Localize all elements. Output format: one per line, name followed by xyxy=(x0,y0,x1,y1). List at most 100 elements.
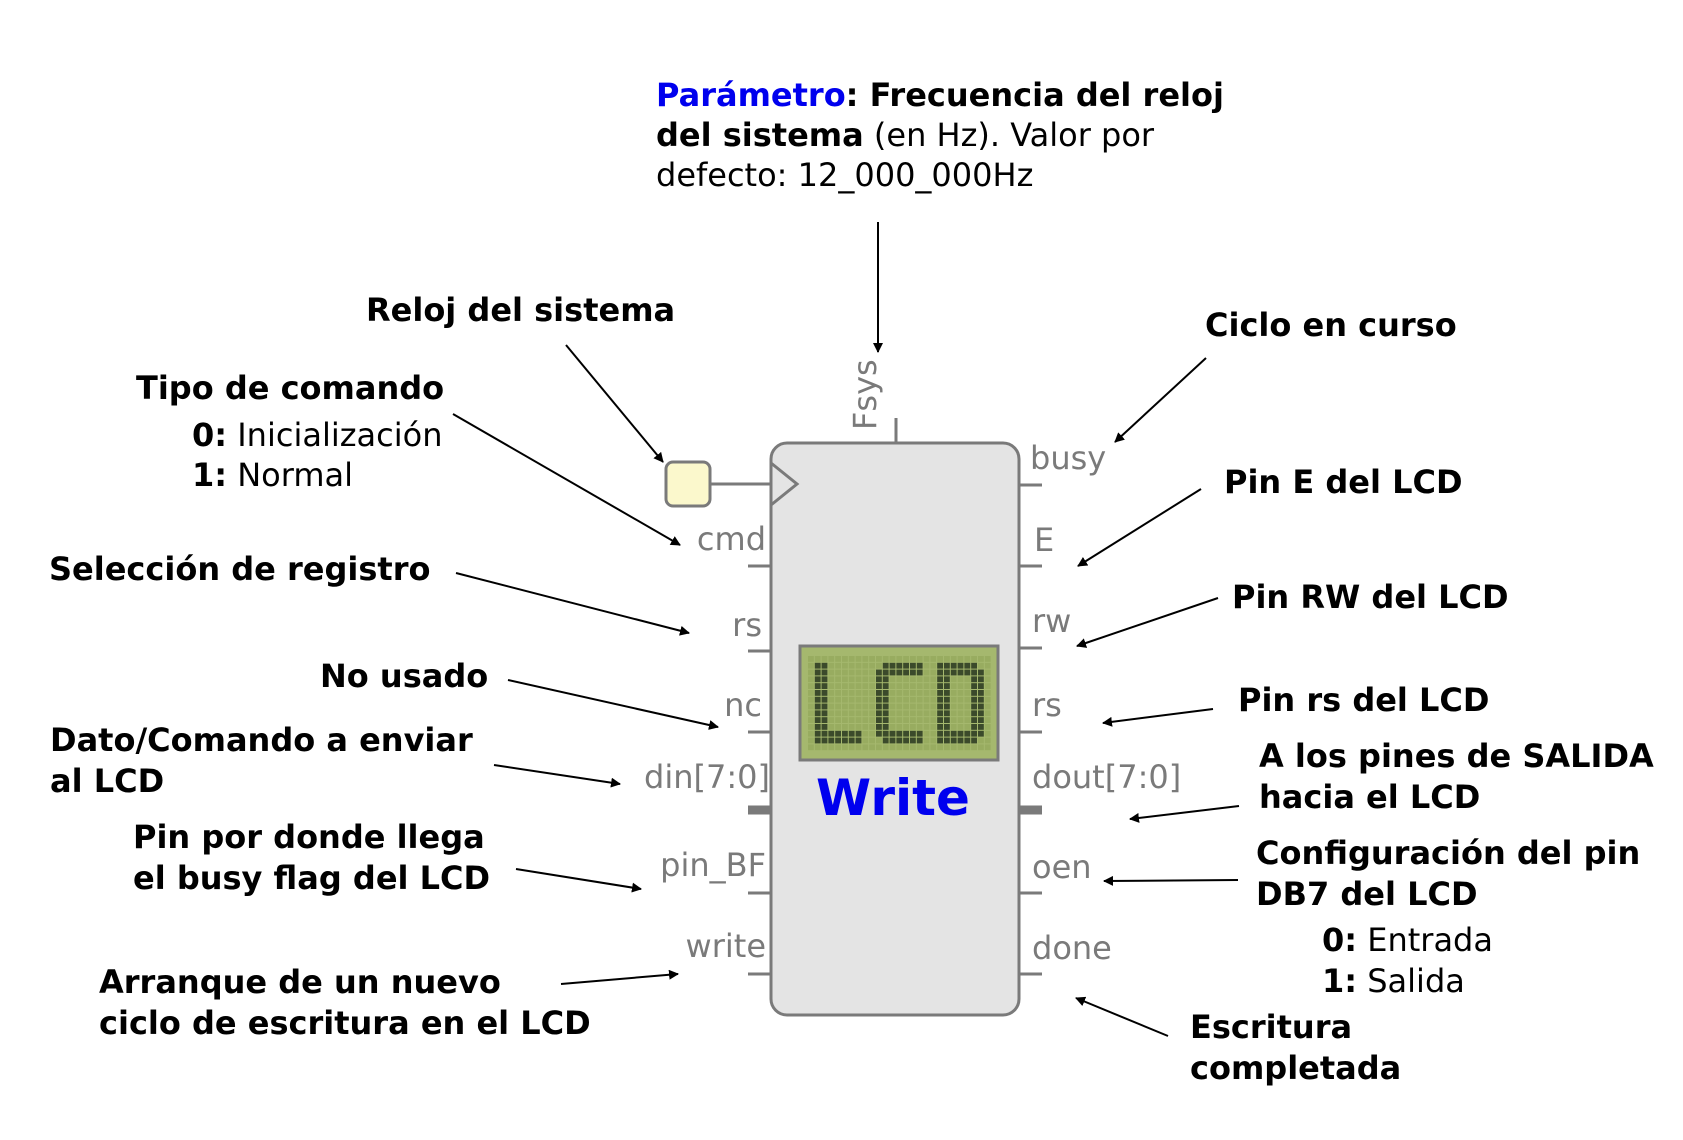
lcd-text-pixel xyxy=(937,724,943,730)
lcd-grid-cell xyxy=(923,724,930,730)
cmd-annotation-title: Tipo de comando xyxy=(136,369,444,407)
lcd-text-pixel xyxy=(978,676,984,683)
lcd-grid-cell xyxy=(930,696,937,703)
lcd-grid-cell xyxy=(923,730,930,737)
param-line1-bold: : Frecuencia del reloj xyxy=(846,76,1224,114)
lcd-grid-cell xyxy=(984,656,991,662)
lcd-text-pixel xyxy=(876,730,882,737)
lcd-grid-cell xyxy=(869,696,875,703)
lcd-grid-cell xyxy=(916,710,923,717)
lcd-grid-cell xyxy=(842,683,848,689)
lcd-text-pixel xyxy=(964,662,971,669)
lcd-text-pixel xyxy=(814,669,821,676)
lcd-grid-cell xyxy=(855,696,862,703)
lcd-grid-cell xyxy=(930,669,937,676)
lcd-grid-cell xyxy=(828,690,835,696)
lcd-grid-cell xyxy=(971,744,977,751)
lcd-text-pixel xyxy=(876,683,882,689)
lcd-grid-cell xyxy=(862,744,869,751)
busy-annotation: Ciclo en curso xyxy=(1205,306,1457,344)
lcd-grid-cell xyxy=(862,656,869,662)
fsys-pin-label: Fsys xyxy=(846,359,884,430)
module-title: Write xyxy=(816,769,970,827)
lcd-grid-cell xyxy=(862,730,869,737)
lcd-grid-cell xyxy=(808,656,814,662)
lcd-grid-cell xyxy=(950,683,957,689)
lcd-grid-cell xyxy=(984,703,991,710)
lcd-grid-cell xyxy=(842,669,848,676)
lcd-text-pixel xyxy=(950,730,957,737)
lcd-text-pixel xyxy=(944,662,950,669)
done-annotation-line1: Escritura xyxy=(1190,1008,1352,1046)
rs-pin-annotation: Pin rs del LCD xyxy=(1238,681,1489,719)
lcd-grid-cell xyxy=(808,710,814,717)
lcd-text-pixel xyxy=(814,724,821,730)
lcd-grid-cell xyxy=(930,676,937,683)
lcd-grid-cell xyxy=(957,744,964,751)
lcd-text-pixel xyxy=(910,662,916,669)
lcd-text-pixel xyxy=(971,717,977,723)
lcd-text-pixel xyxy=(937,669,943,676)
lcd-grid-cell xyxy=(835,696,841,703)
arrow-pinbf xyxy=(515,868,642,893)
lcd-text-pixel xyxy=(882,683,889,689)
lcd-grid-cell xyxy=(869,703,875,710)
lcd-grid-cell xyxy=(842,724,848,730)
lcd-text-pixel xyxy=(971,676,977,683)
lcd-text-pixel xyxy=(896,730,903,737)
lcd-grid-cell xyxy=(923,656,930,662)
lcd-text-pixel xyxy=(978,717,984,723)
lcd-text-pixel xyxy=(882,730,889,737)
lcd-grid-cell xyxy=(896,744,903,751)
lcd-grid-cell xyxy=(923,696,930,703)
lcd-grid-cell xyxy=(808,690,814,696)
lcd-grid-cell xyxy=(848,703,855,710)
lcd-grid-cell xyxy=(828,676,835,683)
lcd-grid-cell xyxy=(808,662,814,669)
lcd-text-pixel xyxy=(971,690,977,696)
lcd-grid-cell xyxy=(862,703,869,710)
lcd-text-pixel xyxy=(835,737,841,744)
lcd-grid-cell xyxy=(862,669,869,676)
lcd-grid-cell xyxy=(903,717,909,723)
lcd-grid-cell xyxy=(937,744,943,751)
clock-input-port[interactable] xyxy=(664,460,712,508)
lcd-grid-cell xyxy=(984,676,991,683)
lcd-grid-cell xyxy=(910,744,916,751)
lcd-grid-cell xyxy=(862,662,869,669)
lcd-text-pixel xyxy=(937,662,943,669)
lcd-text-pixel xyxy=(876,696,882,703)
arrow-rs-out xyxy=(1102,708,1214,727)
param-annotation-line1: Parámetro: Frecuencia del reloj xyxy=(656,76,1224,114)
lcd-text-pixel xyxy=(916,669,923,676)
lcd-text-pixel xyxy=(903,669,909,676)
pinbf-annotation-line2: el busy flag del LCD xyxy=(133,859,490,897)
arrow-din xyxy=(493,764,621,788)
oen-opt1-key: 1: xyxy=(1322,962,1357,1000)
din-annotation-line2: al LCD xyxy=(50,762,164,800)
lcd-grid-cell xyxy=(910,710,916,717)
write-annotation-line2: ciclo de escritura en el LCD xyxy=(99,1004,591,1042)
lcd-grid-cell xyxy=(903,676,909,683)
arrow-write xyxy=(560,969,679,985)
param-line2-normal: (en Hz). Valor por xyxy=(864,116,1155,154)
lcd-text-pixel xyxy=(916,730,923,737)
lcd-text-pixel xyxy=(889,737,896,744)
lcd-grid-cell xyxy=(835,683,841,689)
lcd-grid-cell xyxy=(862,676,869,683)
lcd-grid-cell xyxy=(950,690,957,696)
cmd-annotation-opt0: 0: Inicialización xyxy=(192,416,442,454)
lcd-grid-cell xyxy=(862,717,869,723)
lcd-text-pixel xyxy=(889,662,896,669)
lcd-text-pixel xyxy=(957,669,964,676)
lcd-grid-cell xyxy=(950,656,957,662)
lcd-grid-cell xyxy=(916,696,923,703)
oen-annotation-line2: DB7 del LCD xyxy=(1256,875,1478,913)
lcd-grid-cell xyxy=(984,683,991,689)
lcd-grid-cell xyxy=(869,656,875,662)
lcd-text-pixel xyxy=(978,669,984,676)
pin-label-cmd: cmd xyxy=(697,520,766,558)
lcd-grid-cell xyxy=(882,744,889,751)
lcd-grid-cell xyxy=(984,717,991,723)
lcd-grid-cell xyxy=(808,696,814,703)
